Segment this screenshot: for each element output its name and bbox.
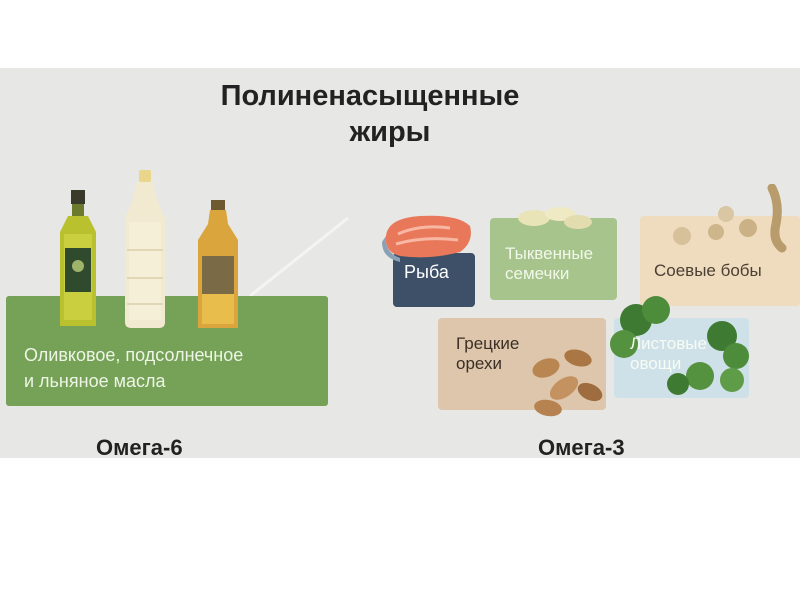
- diagram-lines: [249, 216, 349, 298]
- leafy-greens-icon: [610, 296, 749, 395]
- diagram-panel: Полиненасыщенные жиры Оливковое, подсолн…: [0, 68, 800, 458]
- divider-line: [249, 216, 349, 298]
- linseed-oil-bottle-icon: [198, 200, 238, 328]
- oils-box: [6, 296, 328, 406]
- pumpkin-seeds-label-line-1: Тыквенные: [505, 244, 594, 263]
- sunflower-oil-bottle-icon: [125, 170, 165, 328]
- pumpkin-seeds-icon: [518, 207, 592, 229]
- pumpkin-seeds-label-line-2: семечки: [505, 264, 570, 283]
- fish-label: Рыба: [404, 262, 449, 282]
- pumpkin-seeds-label: Тыквенные семечки: [505, 244, 593, 284]
- leafy-greens-label-line-1: Листовые: [630, 334, 707, 353]
- fish-box: [393, 253, 475, 307]
- title-line-1: Полиненасыщенные: [220, 80, 520, 112]
- walnuts-icon: [532, 349, 603, 417]
- oils-label: Оливковое, подсолнечное и льняное масла: [24, 342, 324, 394]
- walnuts-label-line-2: орехи: [456, 354, 502, 373]
- oils-label-line-2: и льняное масла: [24, 371, 166, 391]
- omega-3-label: Омега-3: [538, 435, 625, 458]
- walnuts-label-line-1: Грецкие: [456, 334, 520, 353]
- oils-label-line-1: Оливковое, подсолнечное: [24, 345, 244, 365]
- title-line-2: жиры: [349, 116, 431, 148]
- soybeans-icon: [673, 184, 787, 253]
- omega-6-label: Омега-6: [96, 435, 183, 458]
- soybeans-label: Соевые бобы: [654, 261, 762, 280]
- walnuts-label: Грецкие орехи: [456, 334, 519, 374]
- leafy-greens-label-line-2: овощи: [630, 354, 682, 373]
- pumpkin-seeds-box: [490, 218, 617, 300]
- salmon-steak-icon: [382, 215, 471, 262]
- olive-oil-bottle-icon: [60, 190, 96, 326]
- leafy-greens-label: Листовые овощи: [630, 334, 707, 374]
- page-title: Полиненасыщенные жиры: [0, 78, 740, 150]
